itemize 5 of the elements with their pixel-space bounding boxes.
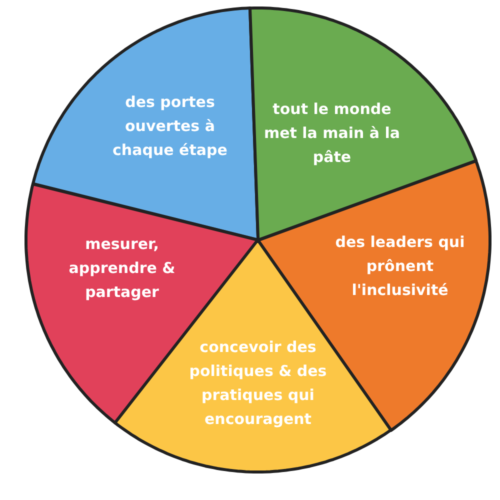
segment-label: des leaders qui prônent l'inclusivité [334,232,466,301]
segment-label: des portes ouvertes à chaque étape [112,92,228,161]
segment-label: mesurer, apprendre & partager [68,234,176,303]
segment-label: concevoir des politiques & des pratiques qui encouragent [188,337,328,430]
segment-label: tout le monde met la main à la pâte [262,99,402,168]
